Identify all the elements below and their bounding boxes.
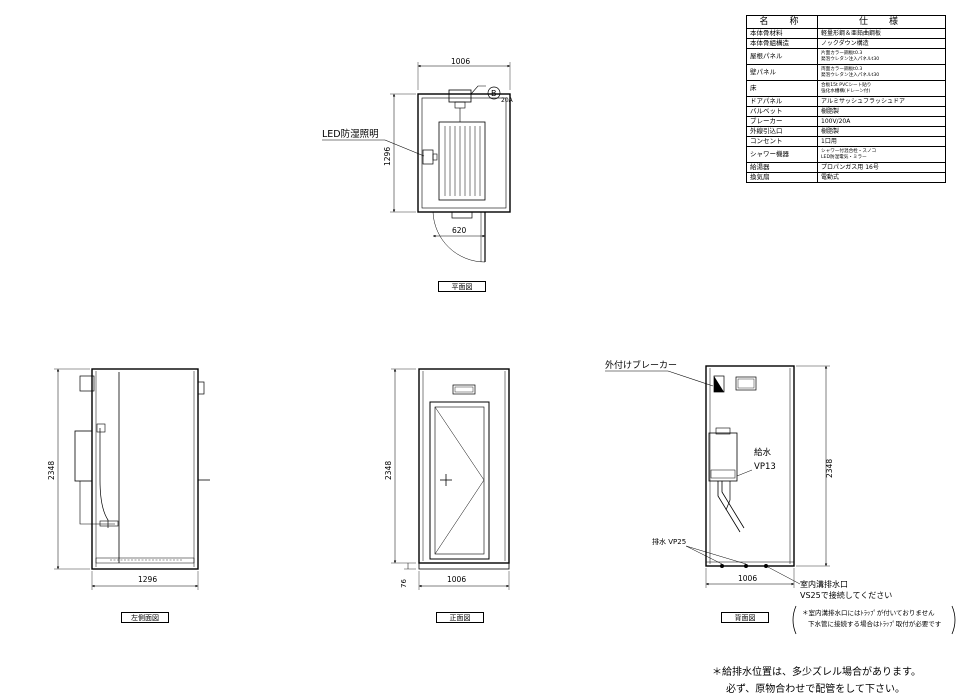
spec-row-value-line: 両面カラー鋼板t0.3 [821, 67, 863, 72]
spec-row-value-line: ノックダウン構造 [821, 39, 869, 47]
back-breaker-label: 外付けブレーカー [605, 359, 677, 371]
spec-row-value-line: 軽量形鋼＆亜鉛曲鋼板 [821, 29, 882, 37]
plan-breaker-rating: 20A [501, 97, 514, 104]
spec-row: 換気扇電動式 [746, 172, 946, 183]
plan-view: B 20A 1006 1296 620 LED防湿照明 [322, 57, 514, 263]
spec-row-value: 樹脂製 [817, 126, 946, 137]
spec-row: 本体骨組構造ノックダウン構造 [746, 38, 946, 49]
spec-row-value-line: プロパンガス用 16号 [821, 163, 879, 171]
spec-header-value: 仕 様 [817, 15, 946, 29]
front-view: 2348 76 1006 [384, 368, 510, 590]
spec-row-value-line: LED防湿電気・ミラー [821, 154, 867, 160]
spec-row-value: 100V/20A [817, 116, 946, 127]
back-view-title: 背面図 [721, 612, 769, 623]
spec-row-value: 電動式 [817, 172, 946, 183]
footer-note-line-2: 必ず、原物合わせで配管をして下さい。 [726, 684, 905, 695]
spec-row-value-line: 強化水槽構(ドレーン付) [821, 88, 871, 94]
spec-row-value-line: 電動式 [821, 173, 840, 181]
spec-row-name: ブレーカー [746, 116, 818, 127]
spec-row-name: 外線引込口 [746, 126, 818, 137]
spec-row-value: 軽量形鋼＆亜鉛曲鋼板 [817, 28, 946, 39]
spec-row: 床合板15t PVCシート貼り強化水槽構(ドレーン付) [746, 80, 946, 97]
spec-row: 外線引込口樹脂製 [746, 126, 946, 137]
front-width-dim: 1006 [447, 575, 466, 584]
left-side-view: 2348 1296 [47, 368, 210, 590]
spec-table: 名 称 仕 様 本体骨材料軽量形鋼＆亜鉛曲鋼板本体骨組構造ノックダウン構造屋根パ… [746, 15, 946, 183]
back-indoor-drain-2: VS25で接続してください [800, 590, 892, 600]
spec-row-name: バルベット [746, 106, 818, 117]
spec-row-value-line: 樹脂製 [821, 127, 840, 135]
plan-breaker-mark: B [491, 89, 497, 98]
spec-row-value-line: 合板15t PVCシート貼り [821, 83, 872, 88]
spec-row-name: 本体骨組構造 [746, 38, 818, 49]
spec-row: 本体骨材料軽量形鋼＆亜鉛曲鋼板 [746, 28, 946, 39]
trap-note-line-2: 下水管に接続する場合はﾄﾗｯﾌﾟ取付が必要です [808, 620, 942, 628]
spec-row: ドアパネルアルミサッシュフラッシュドア [746, 96, 946, 107]
spec-row-value-line: 100V/20A [821, 117, 851, 125]
spec-row-name: 屋根パネル [746, 48, 818, 65]
back-indoor-drain-1: 室内溝排水口 [800, 579, 848, 589]
trap-note: ＊室内溝排水口にはﾄﾗｯﾌﾟが付いておりません 下水管に接続する場合はﾄﾗｯﾌﾟ… [802, 608, 941, 630]
left-view-title: 左側面図 [121, 612, 169, 623]
front-view-title: 正面図 [436, 612, 484, 623]
spec-header-row: 名 称 仕 様 [746, 15, 946, 29]
spec-row-value-line: 樹脂製 [821, 107, 840, 115]
spec-row-value-line: 1口用 [821, 137, 837, 145]
spec-row-value: 1口用 [817, 136, 946, 147]
spec-row-value: 合板15t PVCシート貼り強化水槽構(ドレーン付) [817, 80, 946, 97]
spec-row-name: シャワー機器 [746, 146, 818, 163]
back-drain-label: 排水 VP25 [652, 537, 686, 546]
spec-row-name: 換気扇 [746, 172, 818, 183]
spec-row-value-line: シャワー付混合栓・スノコ [821, 149, 877, 154]
spec-row-name: 給湯器 [746, 162, 818, 173]
front-base-dim: 76 [400, 579, 408, 588]
plan-width-dim: 1006 [451, 57, 470, 66]
spec-row-value: アルミサッシュフラッシュドア [817, 96, 946, 107]
spec-row: バルベット樹脂製 [746, 106, 946, 117]
left-width-dim: 1296 [138, 575, 157, 584]
spec-row-value: 樹脂製 [817, 106, 946, 117]
spec-row: 給湯器プロパンガス用 16号 [746, 162, 946, 173]
plan-view-title: 平面図 [438, 281, 486, 292]
spec-row-value-line: 発泡ウレタン注入パネルt30 [821, 72, 880, 78]
spec-row-name: ドアパネル [746, 96, 818, 107]
spec-row-name: 本体骨材料 [746, 28, 818, 39]
front-height-dim: 2348 [384, 461, 393, 480]
spec-row-value: プロパンガス用 16号 [817, 162, 946, 173]
spec-row-name: コンセント [746, 136, 818, 147]
spec-row-value-line: アルミサッシュフラッシュドア [821, 97, 905, 105]
plan-led-label: LED防湿照明 [322, 128, 379, 140]
spec-row-name: 壁パネル [746, 64, 818, 81]
spec-row-value-line: 発泡ウレタン注入パネルt30 [821, 56, 880, 62]
spec-row-name: 床 [746, 80, 818, 97]
back-height-dim: 2348 [825, 459, 834, 478]
left-height-dim: 2348 [47, 461, 56, 480]
plan-depth-dim: 1296 [383, 147, 392, 166]
spec-header-name: 名 称 [746, 15, 818, 29]
spec-row-value: ノックダウン構造 [817, 38, 946, 49]
back-view: 外付けブレーカー 給水 VP13 排水 VP25 室内溝排水口 VS25で接続し… [605, 359, 956, 635]
trap-note-line-1: ＊室内溝排水口にはﾄﾗｯﾌﾟが付いておりません [802, 609, 935, 617]
back-supply-pipe: VP13 [754, 462, 776, 472]
plan-door-dim: 620 [452, 226, 467, 235]
back-supply-label: 給水 [754, 447, 772, 458]
back-width-dim: 1006 [738, 574, 757, 583]
footer-note-line-1: ＊給排水位置は、多少ズレル場合があります。 [712, 667, 921, 678]
spec-row-value-line: 片面カラー鋼板t0.3 [821, 51, 863, 56]
